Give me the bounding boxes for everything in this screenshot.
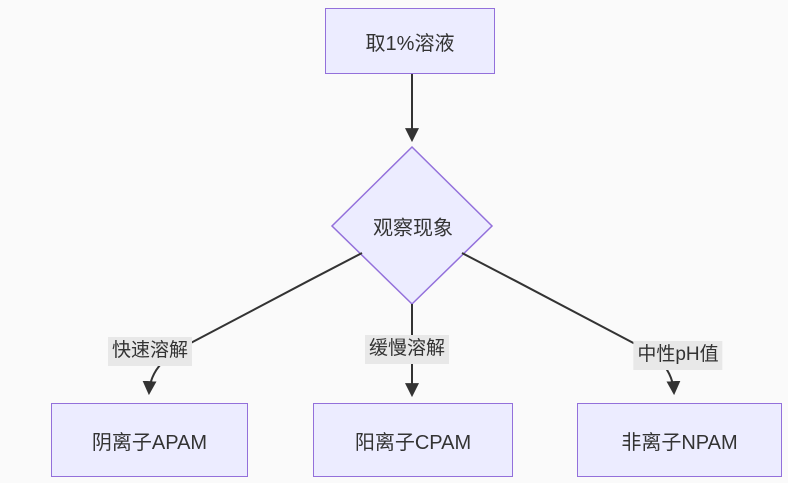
node-cpam-label: 阳离子CPAM bbox=[354, 431, 472, 454]
edge-label-slow-dissolve: 缓慢溶解 bbox=[364, 335, 450, 364]
node-decision-label: 观察现象 bbox=[373, 217, 453, 240]
node-npam: 非离子NPAM bbox=[577, 403, 782, 477]
edge-label-neutral-ph: 中性pH值 bbox=[633, 341, 723, 370]
edge-decision-apam bbox=[142, 252, 363, 396]
edge-label-fast-dissolve: 快速溶解 bbox=[107, 337, 193, 366]
node-start: 取1%溶液 bbox=[325, 8, 495, 74]
edge-decision-npam bbox=[461, 252, 681, 396]
node-npam-label: 非离子NPAM bbox=[621, 431, 738, 454]
node-apam-label: 阴离子APAM bbox=[91, 431, 208, 454]
node-cpam: 阳离子CPAM bbox=[313, 403, 513, 477]
node-apam: 阴离子APAM bbox=[51, 403, 248, 477]
node-start-label: 取1%溶液 bbox=[365, 32, 455, 55]
